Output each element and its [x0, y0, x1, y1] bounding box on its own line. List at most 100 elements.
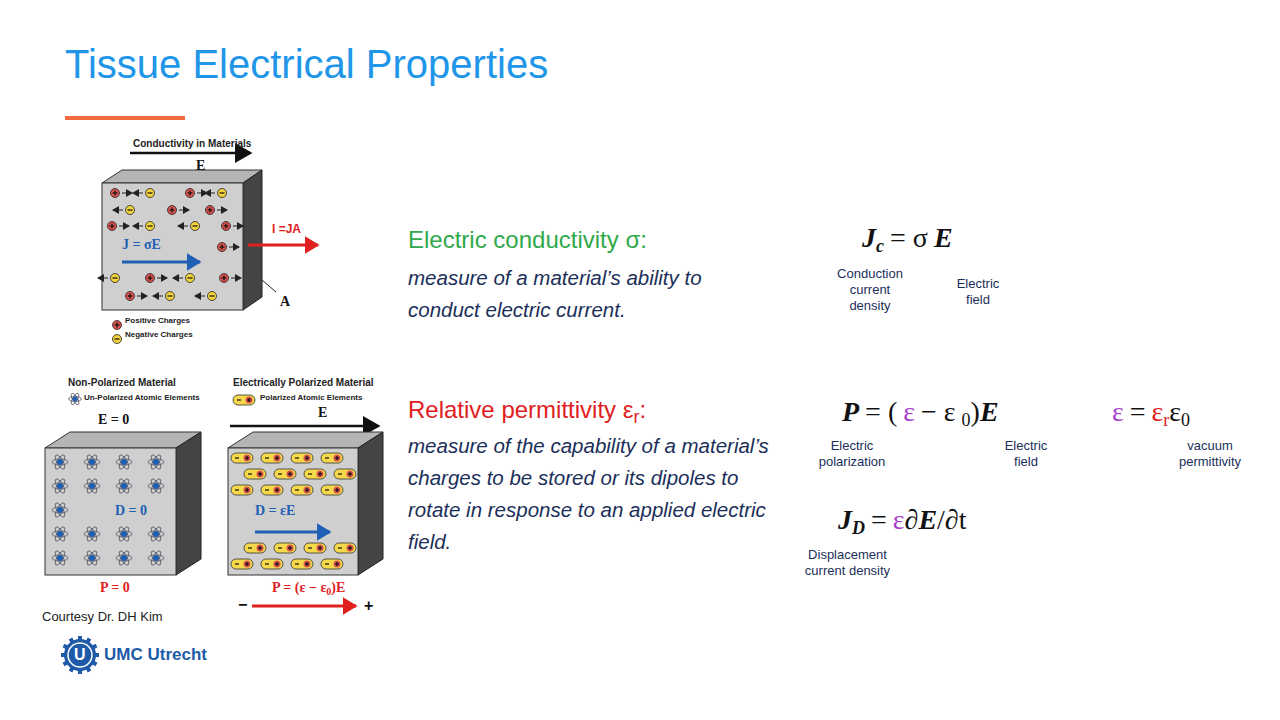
atom-orbit — [85, 526, 98, 543]
atom-orbit — [84, 555, 100, 561]
atom-orbit — [84, 483, 100, 489]
atom-orbit — [53, 478, 66, 495]
dipole-sign — [246, 456, 247, 460]
atom-orbit — [117, 526, 130, 543]
dipole-pole — [304, 561, 311, 568]
text-group: E — [318, 405, 327, 421]
dipole-sign — [278, 473, 282, 474]
current-arrow — [248, 244, 318, 247]
atom-nucleus — [57, 555, 63, 561]
motion-arrow — [133, 226, 143, 227]
atom-orbit — [53, 550, 66, 567]
label-text: A — [280, 294, 290, 309]
atom-orbit — [85, 454, 98, 471]
cube-top — [228, 432, 383, 448]
atom-orbit — [84, 459, 100, 465]
dipole-sign — [248, 473, 252, 474]
atom-orbit — [52, 555, 68, 561]
charge-sign — [113, 277, 118, 278]
dipole-sign — [235, 489, 239, 490]
dipole-pill — [261, 559, 283, 569]
atom-orbit — [85, 550, 98, 567]
dipole-pill — [321, 485, 343, 495]
logo-tooth — [85, 638, 91, 644]
dipole-pill — [304, 543, 326, 553]
dipole-pole — [257, 471, 264, 478]
dipole-sign — [246, 488, 247, 492]
dipole-pill — [291, 453, 313, 463]
label-text: Electric field — [1005, 438, 1048, 469]
cube-side — [243, 170, 262, 310]
dipole-sign — [319, 546, 320, 550]
atom-nucleus — [153, 483, 159, 489]
dipole-sign — [276, 488, 277, 492]
label-text: ∂ — [905, 504, 919, 535]
dipole-pole — [334, 487, 341, 494]
charge-dot — [218, 243, 227, 252]
text-group: Electric field — [996, 438, 1056, 470]
atom-orbit — [70, 393, 81, 405]
text-group: ε=εrε0 — [1112, 396, 1190, 431]
label-text: Electric conductivity σ: — [408, 226, 647, 253]
atom-nucleus — [121, 459, 127, 465]
legend-icon — [232, 394, 256, 406]
dipole-pole — [317, 471, 324, 478]
charge-sign — [171, 208, 172, 213]
dipole-pole — [244, 455, 251, 462]
atom-orbit — [116, 531, 132, 537]
leader-line — [262, 280, 276, 292]
dipole-sign — [265, 563, 269, 564]
atom-nucleus — [121, 483, 127, 489]
label-text: measure of a material’s ability to condu… — [408, 266, 702, 321]
charge-dot — [168, 206, 177, 215]
logo-tooth — [61, 653, 66, 657]
label-text: J — [838, 504, 852, 535]
charge-dot — [220, 274, 229, 283]
atom-nucleus — [153, 531, 159, 537]
dipole-sign — [325, 563, 329, 564]
label-text: E — [318, 405, 327, 420]
atom-orbit — [149, 550, 162, 567]
label-text: Displacement current density — [805, 547, 890, 578]
atom-orbit — [148, 459, 164, 465]
charge-sign — [220, 192, 225, 193]
label-text: U — [74, 646, 86, 663]
dipole-sign — [235, 457, 239, 458]
label-text: vacuum permittivity — [1179, 438, 1241, 469]
label-text: E — [934, 222, 953, 253]
atom-orbit — [117, 550, 130, 567]
label-text: − ε — [921, 396, 956, 427]
field-arrow — [130, 152, 250, 155]
atom-nucleus — [89, 531, 95, 537]
dipole-sign — [306, 456, 307, 460]
label-text: = σ — [890, 222, 928, 253]
logo-tooth — [63, 644, 69, 650]
cube-front — [102, 183, 243, 310]
motion-arrow — [173, 278, 183, 279]
text-group: U — [74, 646, 86, 664]
charge-dot — [108, 222, 117, 231]
atom-orbit — [70, 393, 81, 405]
atom-orbit — [148, 483, 164, 489]
atom-orbit — [53, 526, 66, 543]
formula-text: D = εE — [255, 503, 295, 519]
dipole-pole — [304, 487, 311, 494]
charge-sign — [115, 338, 120, 339]
dipole-sign — [349, 472, 350, 476]
field-arrow — [230, 425, 378, 428]
dipole-sign — [306, 488, 307, 492]
motion-arrow — [119, 226, 129, 227]
text-group: P= (ε− ε0)E — [842, 396, 999, 431]
dipole-sign — [349, 546, 350, 550]
charge-sign — [148, 225, 153, 226]
legend-swatch — [112, 316, 122, 334]
dipole-pill — [334, 469, 356, 479]
charge-sign — [223, 276, 224, 281]
text-group: UMC Utrecht — [104, 645, 207, 665]
dipole-pill — [291, 485, 313, 495]
cube-side — [176, 432, 201, 575]
logo-tooth — [91, 644, 97, 650]
slide-title: Tissue Electrical Properties — [65, 42, 548, 87]
cube-front — [45, 448, 176, 575]
charge-dot — [113, 335, 122, 344]
